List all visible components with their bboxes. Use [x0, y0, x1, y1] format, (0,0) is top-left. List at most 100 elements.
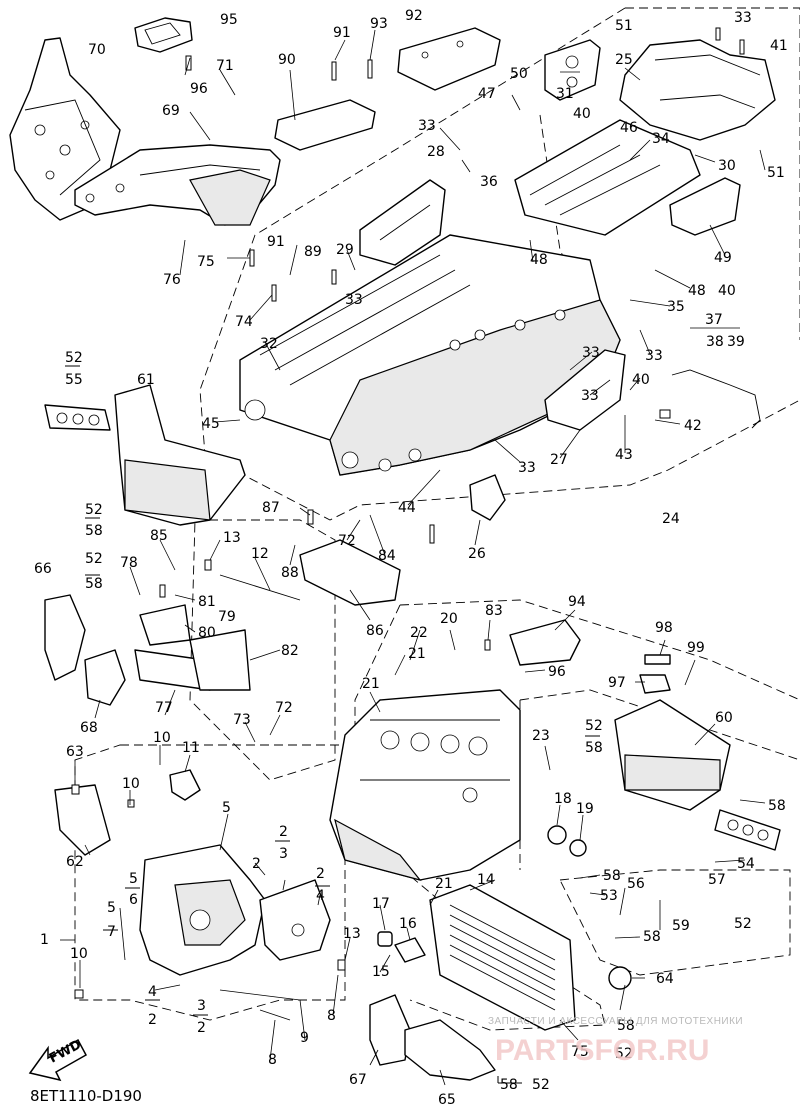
callout-64: 64	[656, 971, 674, 987]
parts	[9, 17, 781, 1081]
callout-5: 5	[222, 800, 231, 816]
callout-72: 72	[275, 700, 293, 716]
part-49-bracket	[669, 177, 741, 236]
callout-82: 82	[281, 643, 299, 659]
callout-52: 52	[85, 551, 103, 567]
callout-66: 66	[34, 561, 52, 577]
watermark: ЗАПЧАСТИ И АКСЕССУАРЫ ДЛЯ МОТОТЕХНИКИ PA…	[488, 1016, 743, 1067]
callout-63: 63	[66, 744, 84, 760]
watermark-caption: ЗАПЧАСТИ И АКСЕССУАРЫ ДЛЯ МОТОТЕХНИКИ	[488, 1016, 743, 1027]
part-60-step-bracket	[614, 699, 731, 811]
callout-27: 27	[550, 452, 568, 468]
callout-30: 30	[718, 158, 736, 174]
callout-90: 90	[278, 52, 296, 68]
callout-40: 40	[718, 283, 736, 299]
callout-77: 77	[155, 700, 173, 716]
callout-34: 34	[652, 131, 670, 147]
callout-33: 33	[518, 460, 536, 476]
lower-frame-group-outline	[354, 599, 800, 1031]
callout-94: 94	[568, 594, 586, 610]
part-64-flange	[608, 966, 632, 990]
callout-91: 91	[333, 25, 351, 41]
callout-21: 21	[435, 876, 453, 892]
callout-87: 87	[262, 500, 280, 516]
callout-69: 69	[162, 103, 180, 119]
callout-79: 79	[218, 609, 236, 625]
callout-16: 16	[399, 916, 417, 932]
callout-13: 13	[343, 926, 361, 942]
callout-56: 56	[627, 876, 645, 892]
callout-58: 58	[617, 1018, 635, 1034]
callout-39: 39	[727, 334, 745, 350]
callout-20: 20	[440, 611, 458, 627]
callout-52: 52	[65, 350, 83, 366]
callout-5: 5	[129, 871, 138, 887]
callout-51: 51	[615, 18, 633, 34]
callout-22: 22	[410, 625, 428, 641]
part-19-seal	[569, 839, 587, 857]
callout-1: 1	[40, 932, 49, 948]
callout-23: 23	[532, 728, 550, 744]
callout-10: 10	[70, 946, 88, 962]
callout-38: 38	[706, 334, 724, 350]
part-24-main-frame	[239, 234, 621, 476]
callout-44: 44	[398, 500, 416, 516]
part-50-bracket	[544, 39, 601, 101]
callout-4: 4	[316, 888, 325, 904]
callout-37: 37	[705, 312, 723, 328]
part-66-plate	[44, 594, 86, 681]
callout-52: 52	[85, 502, 103, 518]
part-62-bracket	[54, 784, 111, 856]
upper-frame-group-outline	[199, 7, 800, 521]
callout-45: 45	[202, 416, 220, 432]
callout-78: 78	[120, 555, 138, 571]
callout-74: 74	[235, 314, 253, 330]
callout-42: 42	[684, 418, 702, 434]
callout-80: 80	[198, 625, 216, 641]
callout-19: 19	[576, 801, 594, 817]
part-17-bushing	[377, 931, 393, 947]
part-18-ring	[547, 825, 567, 845]
callout-54: 54	[737, 856, 755, 872]
callout-17: 17	[372, 896, 390, 912]
callout-95: 95	[220, 12, 238, 28]
callout-2: 2	[316, 866, 325, 882]
callout-75: 75	[197, 254, 215, 270]
callout-85: 85	[150, 528, 168, 544]
part-12-rail	[219, 574, 301, 601]
callout-52: 52	[615, 1046, 633, 1062]
callout-10: 10	[122, 776, 140, 792]
callout-2: 2	[252, 856, 261, 872]
callout-65: 65	[438, 1092, 456, 1106]
callout-46: 46	[620, 120, 638, 136]
callout-59: 59	[672, 918, 690, 934]
callout-8: 8	[268, 1052, 277, 1068]
callout-33: 33	[581, 388, 599, 404]
callout-3: 3	[279, 846, 288, 862]
callout-92: 92	[405, 8, 423, 24]
part-94-step	[509, 619, 581, 666]
callout-89: 89	[304, 244, 322, 260]
callout-81: 81	[198, 594, 216, 610]
callout-52: 52	[734, 916, 752, 932]
callout-5: 5	[107, 900, 116, 916]
callout-33: 33	[645, 348, 663, 364]
group-outlines	[74, 7, 800, 1031]
callout-98: 98	[655, 620, 673, 636]
callout-72: 72	[338, 533, 356, 549]
callout-33: 33	[345, 292, 363, 308]
part-14-heat-exchanger	[429, 884, 576, 1031]
figure-code: 8ET1110-D190	[30, 1087, 142, 1105]
callout-14: 14	[477, 872, 495, 888]
callout-68: 68	[80, 720, 98, 736]
part-68-bracket	[84, 649, 126, 706]
callout-58: 58	[585, 740, 603, 756]
callout-12: 12	[251, 546, 269, 562]
callout-33: 33	[582, 345, 600, 361]
part-34-tunnel	[514, 119, 701, 236]
callout-99: 99	[687, 640, 705, 656]
callout-4: 4	[148, 984, 157, 1000]
callout-6: 6	[129, 892, 138, 908]
callout-67: 67	[349, 1072, 367, 1088]
callout-51: 51	[767, 165, 785, 181]
